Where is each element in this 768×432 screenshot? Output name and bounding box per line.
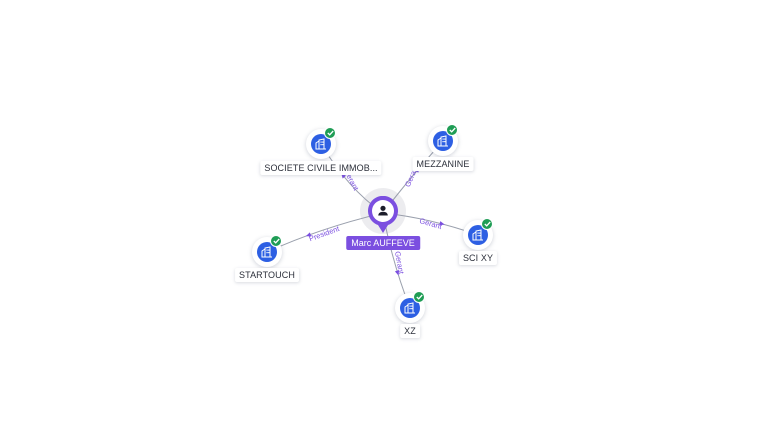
building-icon [472, 229, 483, 241]
company-label[interactable]: SCI XY [458, 251, 498, 265]
edge-role-label: Gerant [393, 250, 406, 275]
company-label[interactable]: STARTOUCH [235, 268, 299, 282]
check-icon [272, 238, 280, 244]
edge-arrow-sci-xy [439, 221, 445, 226]
company-icon-badge [468, 225, 488, 245]
company-icon-badge [400, 298, 420, 318]
building-icon [315, 138, 326, 150]
building-icon [404, 302, 415, 314]
building-icon [261, 246, 272, 258]
check-icon [483, 221, 491, 227]
company-avatar[interactable] [395, 293, 425, 323]
company-icon-badge [433, 131, 453, 151]
verified-badge [270, 235, 282, 247]
company-icon-badge [257, 242, 277, 262]
edge-arrow-startouch [305, 232, 312, 237]
person-name-label[interactable]: Marc AUFFEVE [346, 236, 420, 250]
check-icon [326, 130, 334, 136]
edge-role-label: Gerant [418, 216, 443, 231]
check-icon [415, 294, 423, 300]
company-icon-badge [311, 134, 331, 154]
company-label[interactable]: MEZZANINE [412, 157, 474, 171]
check-icon [448, 127, 456, 133]
person-icon [378, 205, 388, 216]
verified-badge [481, 218, 493, 230]
person-pin[interactable] [367, 195, 399, 239]
verified-badge [446, 124, 458, 136]
edge-role-label: President [308, 224, 342, 244]
company-label[interactable]: SOCIETE CIVILE IMMOB... [260, 161, 382, 175]
edge-arrow-xz [394, 270, 400, 276]
building-icon [437, 135, 448, 147]
verified-badge [324, 127, 336, 139]
company-label[interactable]: XZ [400, 324, 420, 338]
location-pin-icon [368, 195, 398, 233]
verified-badge [413, 291, 425, 303]
